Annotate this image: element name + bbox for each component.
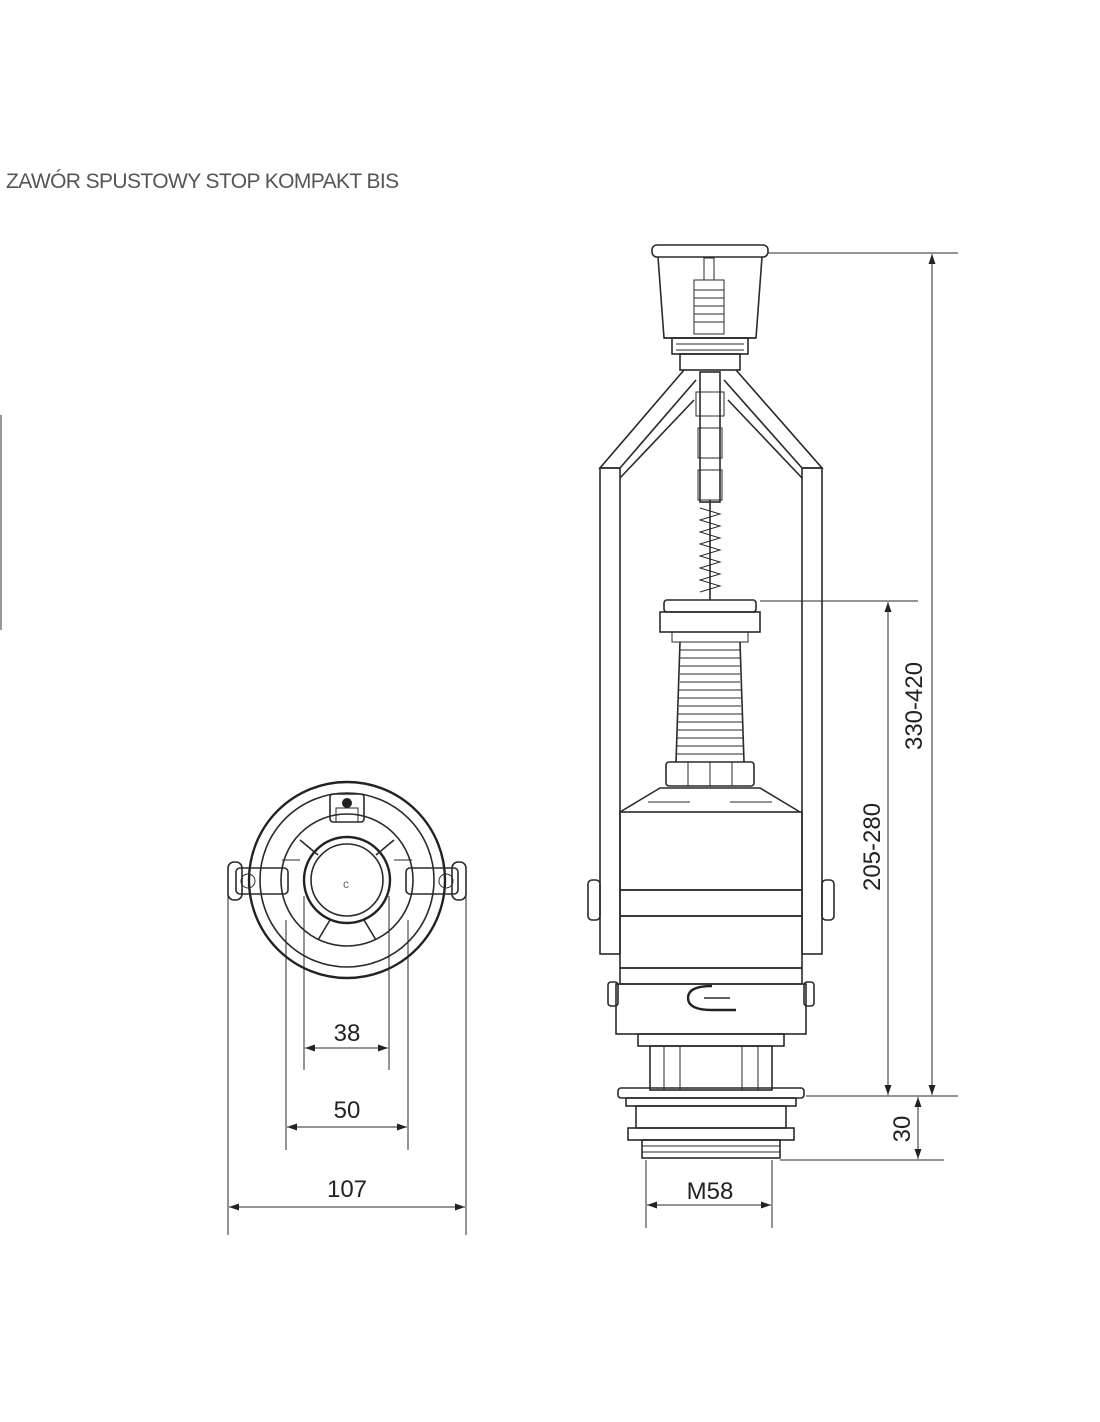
dimension-38-label: 38	[334, 1020, 361, 1047]
dimension-30-label: 30	[889, 1116, 916, 1143]
side-view: 330-420 205-280 30 M58	[587, 244, 958, 1228]
svg-text:c: c	[343, 877, 349, 891]
dimension-m58-label: M58	[687, 1178, 734, 1205]
diagram-title: ZAWÓR SPUSTOWY STOP KOMPAKT BIS	[6, 170, 399, 193]
dimension-107-label: 107	[327, 1176, 367, 1203]
dimension-330-420-label: 330-420	[901, 662, 928, 750]
top-view: c 38 50 107	[227, 780, 467, 1235]
dimension-50-label: 50	[334, 1097, 361, 1124]
dimension-205-280-label: 205-280	[859, 803, 886, 891]
